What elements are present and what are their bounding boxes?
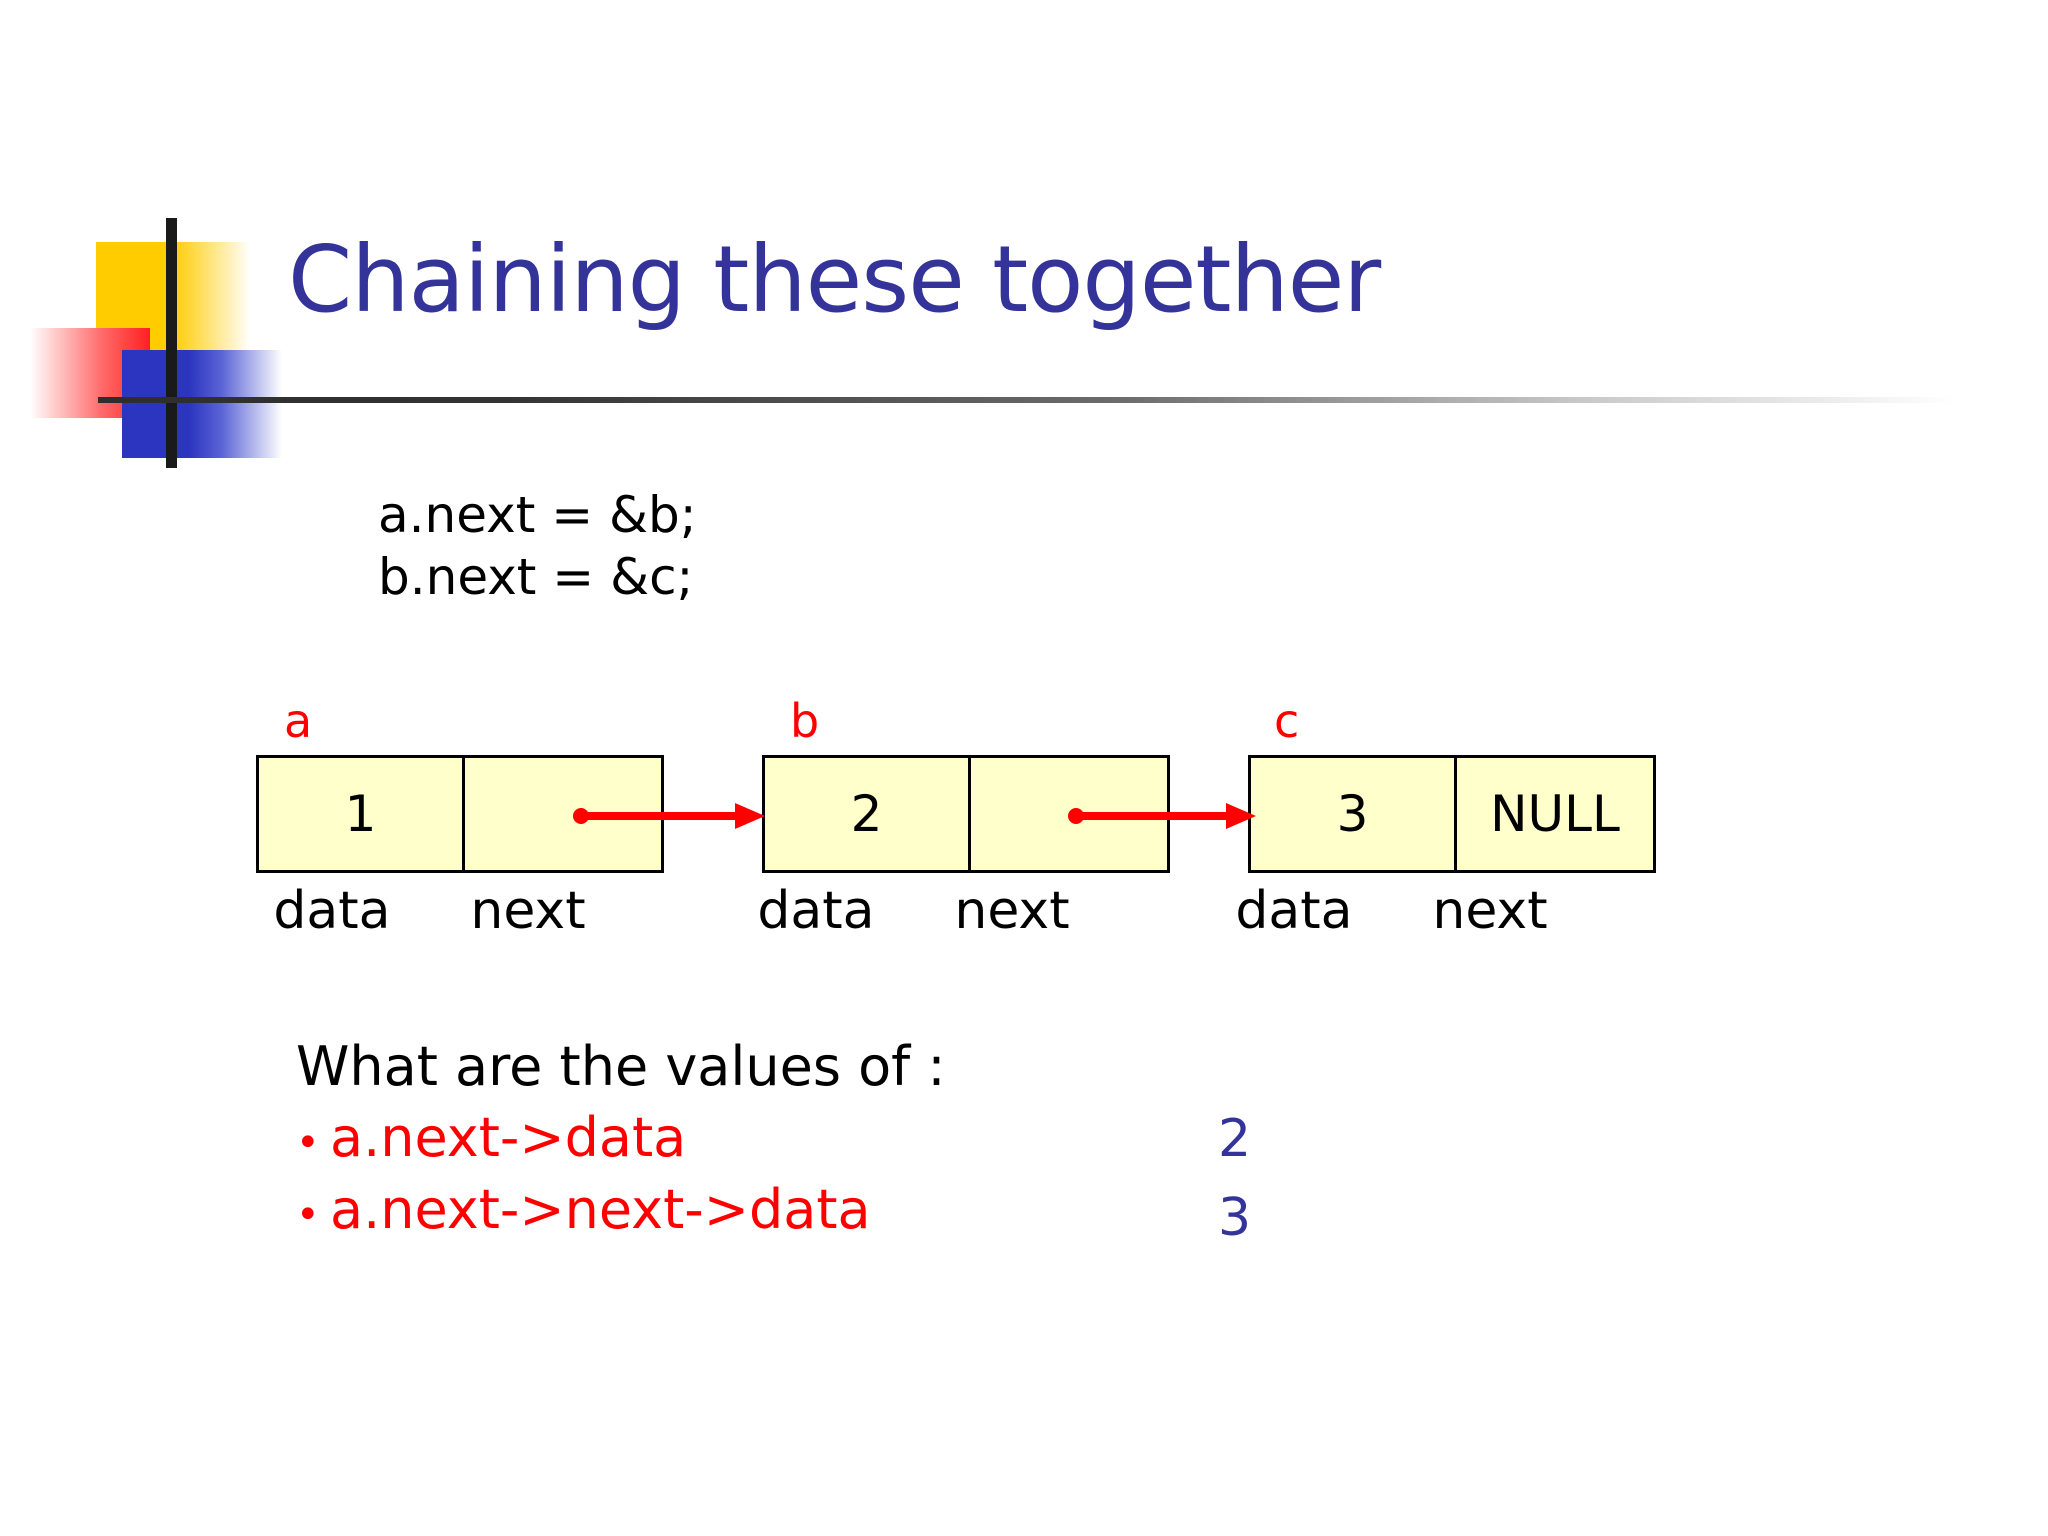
field-label-data: data (273, 881, 391, 941)
answer-value-1: 2 (1218, 1109, 1252, 1169)
question-bullet-text-2: a.next->next->data (330, 1177, 871, 1241)
field-label-next: next (470, 881, 586, 941)
pointer-arrow-b-to-c (1068, 803, 1256, 829)
code-line-2: b.next = &c; (378, 548, 694, 606)
arrow-head-icon (1226, 803, 1256, 829)
title-divider-rule (98, 397, 1958, 403)
logo-yellow-square (96, 242, 251, 362)
pointer-label-c: c (1274, 694, 1300, 748)
arrow-shaft (1076, 812, 1232, 820)
node-b-data-cell: 2 (762, 755, 970, 873)
node-c-field-labels: data next (1196, 885, 1588, 937)
question-bullet-item-2: • a.next->next->data (296, 1177, 946, 1243)
bullet-dot-icon: • (296, 1119, 320, 1166)
node-b-field-labels: data next (718, 885, 1110, 937)
question-block: What are the values of : • a.next->data … (296, 1035, 946, 1242)
node-c-data-cell: 3 (1248, 755, 1456, 873)
page-title: Chaining these together (288, 226, 1381, 333)
field-label-next: next (954, 881, 1070, 941)
linked-list-diagram: a b c 1 2 3 NULL data next data next dat… (0, 680, 2048, 990)
arrow-head-icon (735, 803, 765, 829)
pointer-arrow-a-to-b (573, 803, 765, 829)
slide-logo-decoration (0, 0, 420, 468)
pointer-label-a: a (284, 694, 313, 748)
arrow-shaft (581, 812, 741, 820)
code-snippet: a.next = &b; b.next = &c; (378, 484, 697, 608)
pointer-label-b: b (790, 694, 820, 748)
node-a-field-labels: data next (234, 885, 626, 937)
code-line-1: a.next = &b; (378, 486, 697, 544)
bullet-dot-icon: • (296, 1191, 320, 1238)
answer-value-2: 3 (1218, 1188, 1252, 1249)
node-a-data-cell: 1 (256, 755, 464, 873)
question-bullet-item-1: • a.next->data (296, 1105, 946, 1171)
node-c-next-cell: NULL (1456, 755, 1656, 873)
logo-red-rectangle (30, 328, 150, 418)
field-label-next: next (1432, 881, 1548, 941)
logo-blue-rectangle (122, 350, 282, 458)
list-node-c: 3 NULL (1248, 755, 1656, 873)
field-label-data: data (1235, 881, 1353, 941)
question-heading: What are the values of : (296, 1035, 946, 1098)
answers-column: 2 3 (1218, 1100, 1251, 1258)
question-bullet-text-1: a.next->data (330, 1105, 687, 1169)
field-label-data: data (757, 881, 875, 941)
logo-vertical-bar (166, 218, 177, 468)
